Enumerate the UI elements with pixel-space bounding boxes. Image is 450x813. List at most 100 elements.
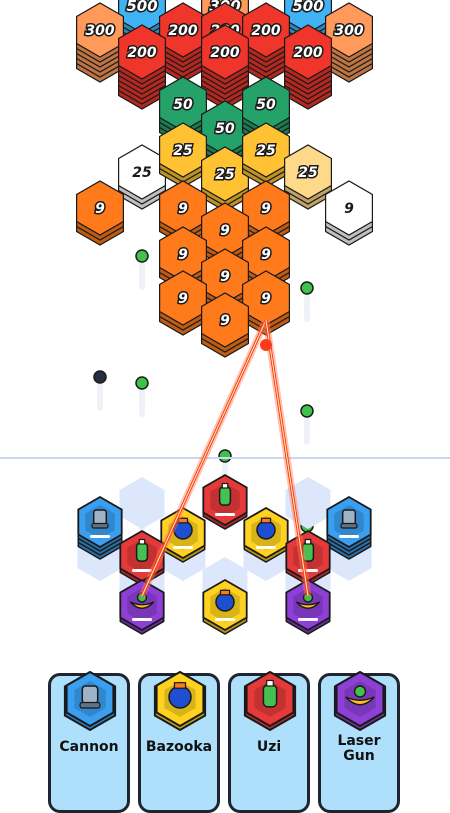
hex-block: 200	[201, 24, 249, 110]
block-value: 300	[85, 23, 114, 39]
block-value: 25	[298, 165, 318, 181]
laser-beam	[138, 318, 270, 598]
uzi-icon	[218, 482, 232, 506]
block-value: 9	[178, 201, 188, 217]
laser-impact	[260, 339, 272, 351]
hex-block: 200	[159, 2, 207, 83]
ammo-bar	[173, 546, 193, 549]
hex-block: 9	[201, 292, 249, 358]
bazooka-icon	[173, 517, 193, 540]
turret[interactable]	[77, 495, 123, 560]
ammo-bar	[132, 618, 152, 621]
weapon-card-label: Uzi	[256, 739, 282, 755]
cannon-icon	[340, 509, 358, 529]
bullet	[135, 376, 149, 417]
hex-block: 25	[159, 122, 207, 188]
hex-block: 9	[201, 202, 249, 268]
block-value: 9	[261, 291, 271, 307]
block-value: 9	[261, 247, 271, 263]
block-value: 200	[293, 45, 322, 61]
turret[interactable]	[202, 578, 248, 635]
uzi-icon	[301, 538, 315, 562]
ammo-bar	[256, 546, 276, 549]
ammo-bar	[298, 618, 318, 621]
bullet	[135, 249, 149, 290]
hex-block-stack: 5003005003002002002003002002002005050502…	[75, 0, 373, 358]
block-value: 9	[178, 291, 188, 307]
block-value: 50	[173, 97, 193, 113]
turret[interactable]	[285, 578, 331, 635]
hex-block: 9	[325, 180, 373, 246]
weapon-card-label: Cannon	[59, 739, 119, 755]
laser-beam	[262, 319, 312, 597]
hex-block: 25	[201, 146, 249, 212]
hex-block: 200	[117, 24, 166, 110]
turret[interactable]	[119, 578, 165, 635]
weapon-card-bazooka[interactable]: Bazooka	[138, 670, 220, 813]
uzi-icon	[135, 538, 149, 562]
block-value: 500	[126, 0, 157, 15]
bullet	[300, 281, 314, 322]
ammo-bar	[90, 535, 110, 538]
block-value: 200	[210, 45, 239, 61]
bazooka-icon	[215, 589, 235, 612]
hex-block: 25	[242, 122, 290, 188]
hex-block: 9	[75, 180, 125, 246]
hex-block: 50	[242, 76, 290, 147]
hex-block: 9	[242, 180, 290, 246]
hex-block: 200	[242, 2, 290, 83]
block-value: 9	[220, 313, 230, 329]
empty-slot[interactable]	[119, 477, 165, 529]
weapon-card-label: Bazooka	[145, 739, 213, 755]
hex-block: 300	[325, 2, 373, 83]
block-value: 50	[215, 121, 235, 137]
ammo-bar	[132, 569, 152, 572]
block-value: 25	[173, 143, 193, 159]
cannon-icon	[63, 670, 117, 732]
weapon-card-label: Laser Gun	[337, 733, 381, 764]
cannon-icon	[91, 509, 109, 529]
bullet	[93, 370, 107, 411]
hex-block: 25	[284, 144, 332, 210]
weapon-card-cannon[interactable]: Cannon	[48, 670, 130, 813]
turret[interactable]	[202, 473, 248, 530]
ammo-bar	[215, 513, 235, 516]
uzi-icon	[243, 670, 297, 732]
laser-beams	[138, 318, 312, 598]
block-value: 25	[215, 167, 235, 183]
turret[interactable]	[326, 495, 372, 560]
hex-block: 9	[159, 270, 207, 336]
block-value: 9	[344, 201, 354, 217]
block-value: 200	[168, 23, 197, 39]
bazooka-icon	[153, 670, 207, 732]
hex-block: 9	[242, 270, 290, 336]
bazooka-icon	[256, 517, 276, 540]
laser-gun-icon	[333, 670, 387, 732]
weapon-card-laser-gun[interactable]: Laser Gun	[318, 670, 400, 813]
block-value: 25	[256, 143, 276, 159]
weapon-card-uzi[interactable]: Uzi	[228, 670, 310, 813]
hex-block: 200	[284, 24, 332, 110]
block-value: 25	[132, 165, 152, 181]
block-value: 200	[251, 23, 280, 39]
laser-gun-icon	[129, 592, 155, 609]
turret[interactable]	[160, 506, 206, 563]
block-value: 9	[220, 269, 230, 285]
block-value: 9	[261, 201, 271, 217]
turret[interactable]	[243, 506, 289, 563]
block-value: 300	[334, 23, 363, 39]
ammo-bar	[215, 618, 235, 621]
block-value: 9	[220, 223, 230, 239]
block-value: 200	[127, 45, 156, 61]
turret-grid	[77, 473, 372, 635]
block-value: 9	[95, 201, 105, 217]
block-value: 9	[178, 247, 188, 263]
bullet	[300, 404, 314, 445]
hex-block: 25	[117, 144, 166, 210]
hex-block: 300	[75, 2, 125, 83]
ammo-bar	[339, 535, 359, 538]
block-value: 500	[292, 0, 323, 15]
hex-block: 9	[159, 226, 207, 292]
block-value: 50	[256, 97, 276, 113]
